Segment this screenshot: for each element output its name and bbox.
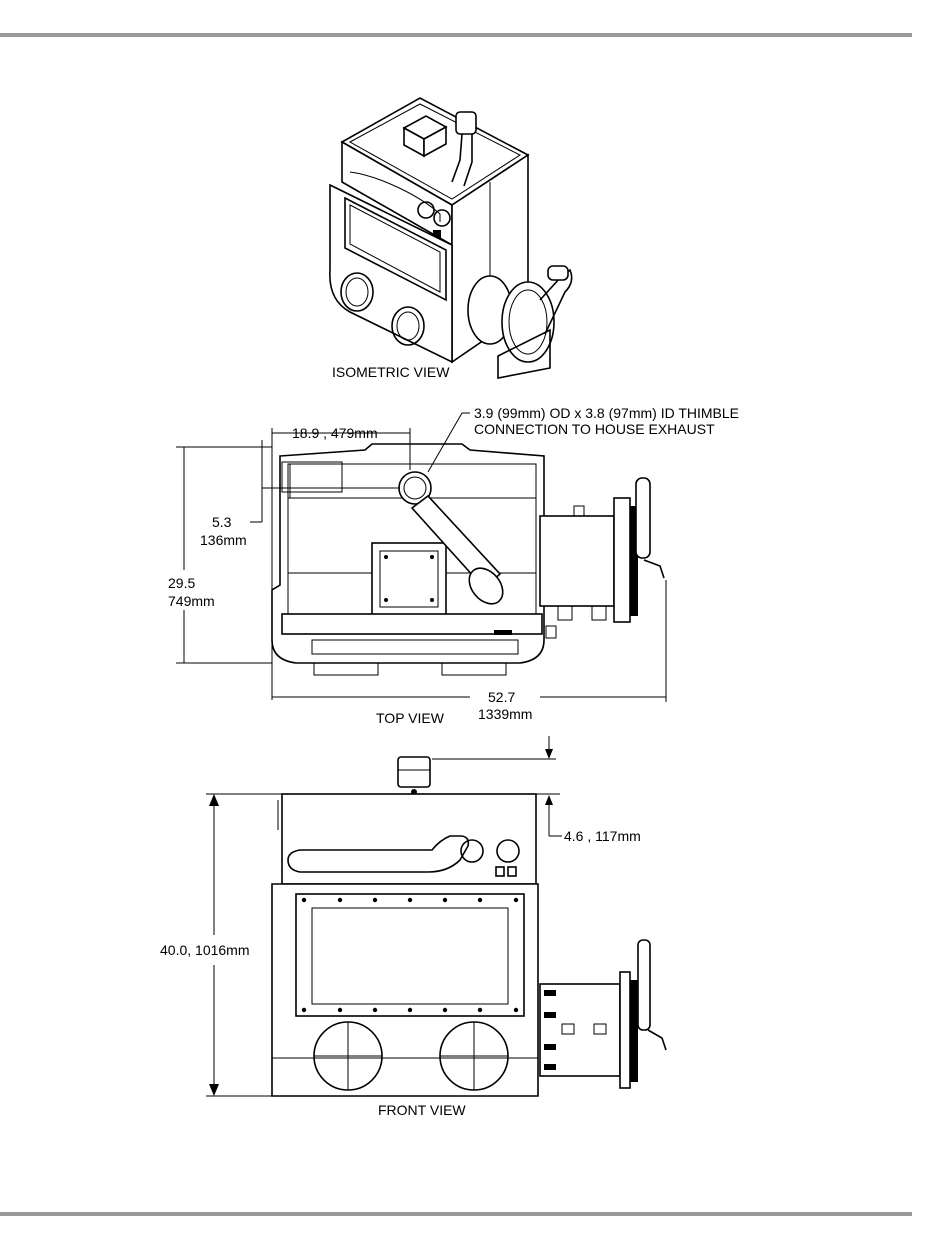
depth-mm: 749mm <box>168 593 215 609</box>
width-mm: 1339mm <box>478 706 532 722</box>
thimble-callout-line2: CONNECTION TO HOUSE EXHAUST <box>474 421 715 437</box>
front-view-drawing: 4.6 , 117mm 40.0, 1016mm FRONT VIEW <box>160 736 666 1118</box>
front-view-label: FRONT VIEW <box>378 1102 466 1118</box>
top-offset-dimension: 18.9 , 479mm <box>292 425 378 441</box>
side-offset-inch: 5.3 <box>212 514 232 530</box>
top-view-drawing: 18.9 , 479mm 3.9 (99mm) OD x 3.8 (97mm) … <box>168 405 739 726</box>
width-inch: 52.7 <box>488 689 515 705</box>
height-dimension: 40.0, 1016mm <box>160 942 250 958</box>
depth-inch: 29.5 <box>168 575 195 591</box>
thimble-callout-line1: 3.9 (99mm) OD x 3.8 (97mm) ID THIMBLE <box>474 405 739 421</box>
side-offset-mm: 136mm <box>200 532 247 548</box>
isometric-view-label: ISOMETRIC VIEW <box>332 364 450 380</box>
isometric-view-drawing: ISOMETRIC VIEW <box>330 98 572 380</box>
thimble-height-dimension: 4.6 , 117mm <box>564 828 641 844</box>
top-view-label: TOP VIEW <box>376 710 445 726</box>
